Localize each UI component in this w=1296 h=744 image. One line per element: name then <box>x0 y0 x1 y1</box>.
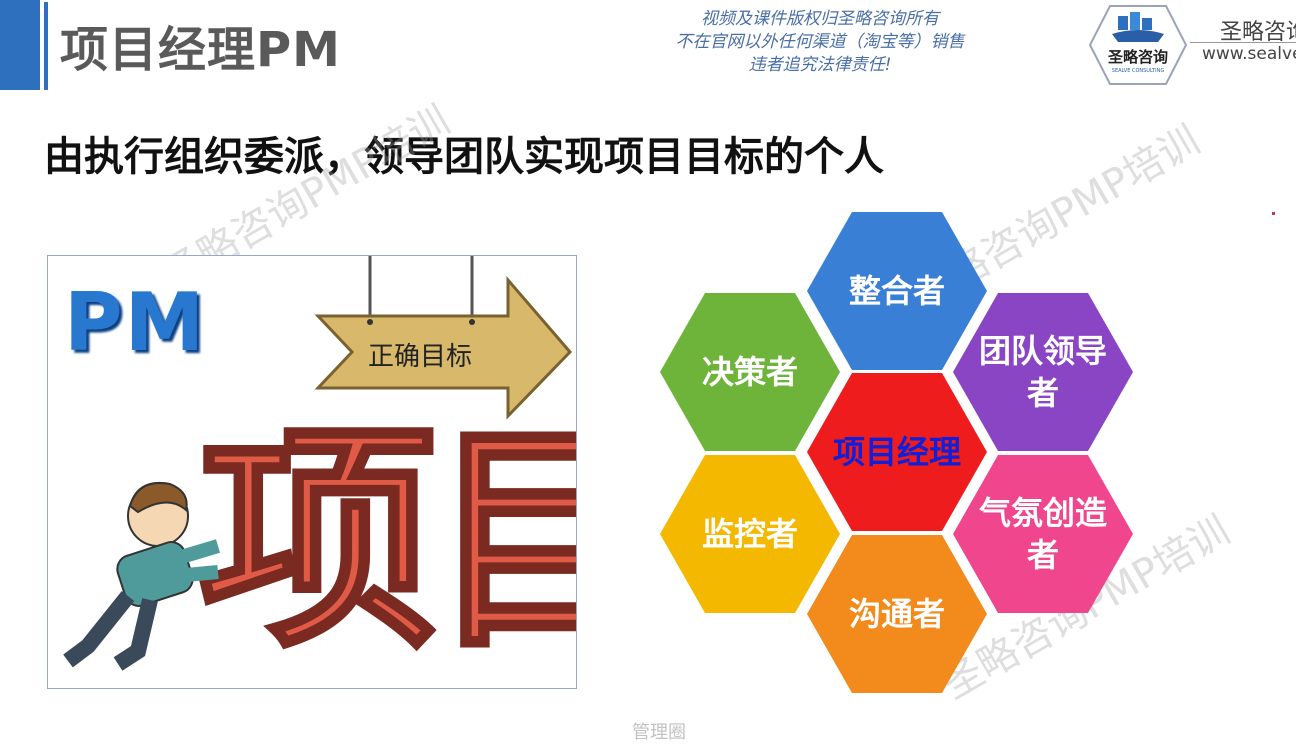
slide-title: 项目经理PM <box>60 22 341 78</box>
header-accent-bar <box>0 0 40 90</box>
pm-roles-diagram: 整合者 团队领导者 气氛创造者 沟通者 监控者 决策者 项目经理 <box>650 205 1150 695</box>
pm-label: PM <box>64 276 207 369</box>
logo-badge-en: SEALVE CONSULTING <box>1112 68 1165 74</box>
role-hex-team-leader: 团队领导者 <box>953 293 1133 451</box>
role-hex-monitor: 监控者 <box>660 455 840 613</box>
logo-url: www.sealve <box>1202 44 1296 64</box>
center-label: 项目经理 <box>832 433 961 471</box>
role-label: 气氛创造者 <box>978 494 1107 574</box>
copyright-line-2: 不在官网以外任何渠道（淘宝等）销售 <box>675 32 965 52</box>
role-hex-integrator: 整合者 <box>807 212 987 370</box>
role-hex-center: 项目经理 <box>807 373 987 531</box>
slide-subtitle: 由执行组织委派，领导团队实现项目目标的个人 <box>44 134 884 180</box>
header-accent-line <box>44 2 48 90</box>
project-big-label: 项目 <box>196 401 576 681</box>
sign-label: 正确目标 <box>368 342 473 372</box>
decorative-dot <box>1272 212 1275 215</box>
pm-illustration: PM 正确目标 项目 <box>47 255 577 689</box>
copyright-line-3: 违者追究法律责任! <box>748 55 892 75</box>
company-logo: 圣略咨询 SEALVE CONSULTING <box>1088 5 1188 85</box>
role-hex-atmosphere-creator: 气氛创造者 <box>953 455 1133 613</box>
role-hex-communicator: 沟通者 <box>807 535 987 693</box>
role-label: 团队领导者 <box>978 332 1107 412</box>
logo-company-name: 圣略咨询 <box>1220 20 1296 45</box>
footer-brand: 管理圈 <box>632 722 686 743</box>
copyright-notice: 视频及课件版权归圣略咨询所有 不在官网以外任何渠道（淘宝等）销售 违者追究法律责… <box>620 8 1020 77</box>
role-label: 监控者 <box>701 515 798 553</box>
role-label: 决策者 <box>701 353 798 391</box>
logo-divider <box>1190 42 1296 43</box>
direction-sign-icon <box>314 256 573 420</box>
role-label: 整合者 <box>848 272 945 310</box>
copyright-line-1: 视频及课件版权归圣略咨询所有 <box>701 9 939 29</box>
logo-badge-text: 圣略咨询 <box>1107 48 1168 66</box>
pushing-person-icon <box>63 482 221 671</box>
role-hex-decision-maker: 决策者 <box>660 293 840 451</box>
role-label: 沟通者 <box>848 595 945 633</box>
